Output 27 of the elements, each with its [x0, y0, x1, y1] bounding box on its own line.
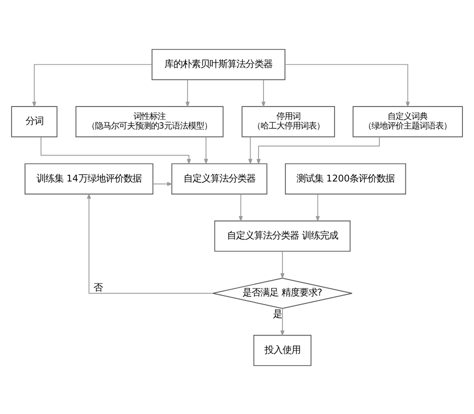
node-box: 投入使用: [253, 334, 312, 366]
arrow: [256, 136, 380, 164]
node-box: 停用词 （哈工大停用词表）: [242, 106, 335, 137]
node-box: 自定义算法分类器: [171, 162, 268, 194]
node-box: 自定义算法分类器 训练完成: [214, 220, 351, 252]
arrow: [32, 64, 152, 108]
edge-label: 是: [272, 308, 282, 320]
arrow: [152, 181, 174, 186]
arrow: [248, 136, 252, 164]
arrow: [316, 193, 320, 222]
arrow: [280, 250, 284, 279]
node-box: 分词: [11, 106, 58, 137]
node-box: 测试集 1200条评价数据: [284, 162, 406, 194]
arrow: [238, 193, 243, 222]
node-box: 词性标注 （隐马尔可夫预测的3元语法模型）: [76, 106, 224, 137]
edge-label: 否: [94, 282, 103, 294]
node-box: 训练集 14万绿地评价数据: [24, 162, 154, 194]
arrow: [280, 308, 284, 336]
arrow: [204, 136, 208, 164]
arrow: [40, 136, 191, 164]
arrow: [86, 192, 213, 294]
node-box: 自定义词典 （绿地评价主题词语表）: [352, 106, 463, 137]
arrow: [186, 78, 190, 108]
node-box: 库的朴素贝叶斯算法分类器: [152, 48, 286, 80]
arrow: [261, 78, 266, 108]
arrow: [284, 64, 410, 108]
node-diamond: 是否满足 精度要求?: [212, 277, 352, 308]
